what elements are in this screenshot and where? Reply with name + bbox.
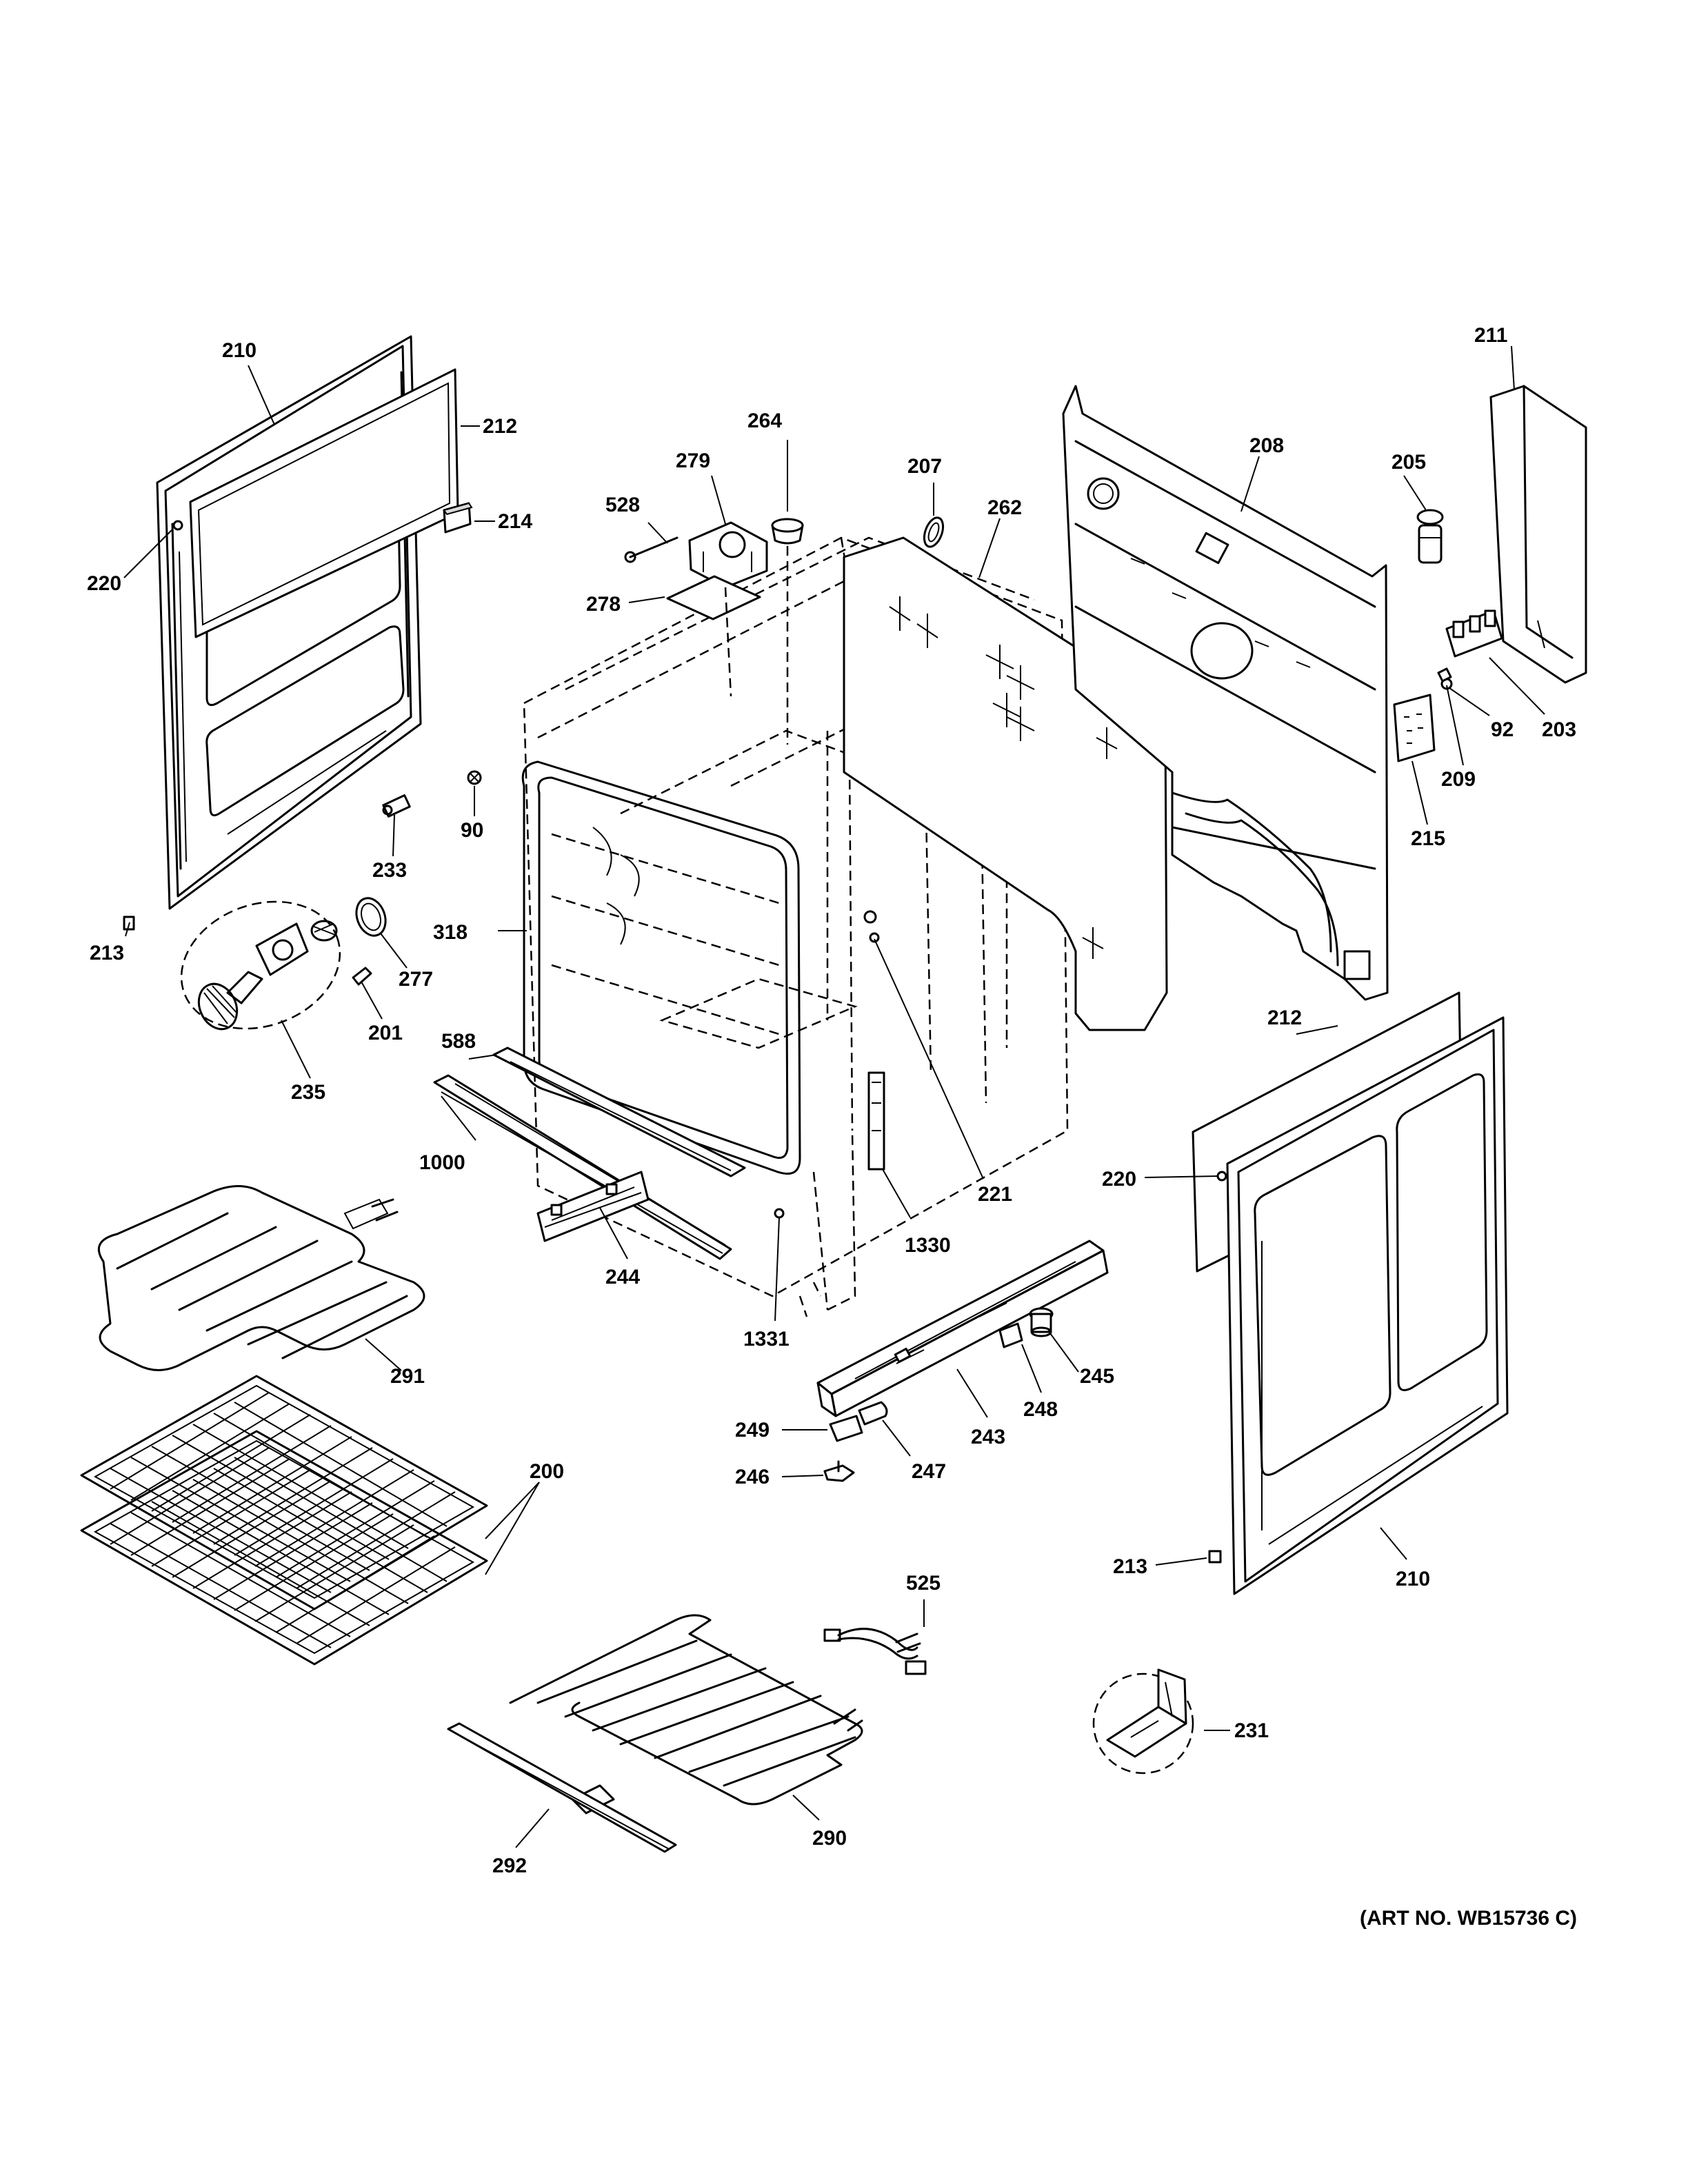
part-249-plate [829, 1415, 863, 1442]
callout-291: 291 [390, 1365, 425, 1388]
callout-279: 279 [676, 449, 710, 472]
callout-525: 525 [906, 1572, 941, 1595]
callout-92: 92 [1491, 718, 1514, 741]
leader-lines [123, 345, 1545, 1848]
callout-200: 200 [530, 1460, 564, 1483]
callout-208: 208 [1249, 434, 1284, 457]
callout-248: 248 [1023, 1398, 1058, 1421]
callout-318: 318 [433, 921, 468, 944]
part-233 [382, 794, 411, 818]
label-215 [1393, 694, 1436, 762]
callout-247: 247 [912, 1460, 946, 1483]
callout-246: 246 [735, 1466, 770, 1488]
part-245-knob [1029, 1307, 1054, 1337]
callout-labels: 210 212 214 220 213 233 90 277 201 235 3… [87, 324, 1577, 1930]
terminal-block-203 [1445, 609, 1503, 658]
callout-203: 203 [1542, 718, 1576, 741]
part-247-clip [858, 1401, 888, 1426]
callout-245: 245 [1080, 1365, 1114, 1388]
callout-221: 221 [978, 1183, 1012, 1206]
callout-264: 264 [747, 410, 782, 432]
callout-215: 215 [1411, 827, 1445, 850]
callout-201: 201 [368, 1022, 403, 1044]
part-264-cap [771, 518, 804, 545]
right-side-panel-210 [1226, 1016, 1509, 1595]
rear-panel-208 [1062, 385, 1389, 1001]
callout-235: 235 [291, 1081, 325, 1104]
callout-209: 209 [1441, 768, 1476, 791]
callout-1330: 1330 [905, 1234, 951, 1257]
callout-213b: 213 [1113, 1555, 1147, 1578]
callout-243: 243 [971, 1426, 1005, 1448]
part-278-plate [666, 575, 761, 620]
callout-528: 528 [605, 494, 640, 516]
part-207-grommet [923, 516, 945, 548]
callout-278: 278 [586, 593, 621, 616]
side-trim-211 [1489, 385, 1587, 684]
callout-90: 90 [461, 819, 483, 842]
callout-211: 211 [1474, 324, 1507, 347]
bake-element-290 [509, 1614, 863, 1814]
part-277-gasket [355, 897, 387, 937]
art-number: (ART NO. WB15736 C) [1360, 1907, 1577, 1930]
oven-rack-200-top [80, 1375, 488, 1610]
part-220a-screw [172, 520, 183, 531]
part-213b-clip [1208, 1550, 1222, 1564]
callout-207: 207 [907, 455, 942, 478]
part-279-thermostat [688, 521, 768, 589]
callout-290: 290 [812, 1827, 847, 1850]
bottom-channel-243 [816, 1240, 1109, 1417]
callout-210b: 210 [1396, 1568, 1430, 1590]
oven-cavity-318 [521, 536, 1069, 1317]
part-209-nut [1437, 667, 1452, 682]
callout-220b: 220 [1102, 1168, 1136, 1191]
oven-rack-200-bottom [80, 1430, 488, 1666]
part-90-screw [467, 770, 482, 785]
callout-233: 233 [372, 859, 407, 882]
callout-205: 205 [1391, 451, 1426, 474]
callout-244: 244 [605, 1266, 640, 1288]
callout-231: 231 [1234, 1719, 1269, 1742]
front-trim-588 [492, 1046, 746, 1177]
part-1331-screw [774, 1208, 785, 1219]
callout-1331: 1331 [743, 1328, 790, 1351]
callout-213a: 213 [90, 942, 124, 964]
part-214-block [443, 502, 473, 534]
callout-210a: 210 [222, 339, 257, 362]
callout-220a: 220 [87, 572, 121, 595]
part-246-foot [823, 1460, 855, 1482]
convection-fan-assembly-235 [180, 900, 341, 1031]
callout-262: 262 [987, 496, 1022, 519]
part-205-clamp [1416, 509, 1444, 564]
callout-212b: 212 [1267, 1007, 1302, 1029]
bake-trim-292 [447, 1722, 677, 1853]
callout-588: 588 [441, 1030, 476, 1053]
callout-212a: 212 [483, 415, 517, 438]
callout-214: 214 [498, 510, 532, 533]
callout-249: 249 [735, 1419, 770, 1442]
callout-1000: 1000 [419, 1151, 465, 1174]
wire-harness-525 [823, 1628, 927, 1675]
bracket-244 [536, 1171, 650, 1242]
broil-element-291 [97, 1184, 425, 1371]
top-parts-dash-guides [724, 546, 789, 745]
part-201-clip [352, 967, 372, 986]
part-528-screw [624, 536, 679, 563]
anti-tip-bracket-231 [1092, 1668, 1194, 1775]
callout-277: 277 [399, 968, 433, 991]
callout-292: 292 [492, 1854, 527, 1877]
part-248-bracket [998, 1322, 1023, 1348]
